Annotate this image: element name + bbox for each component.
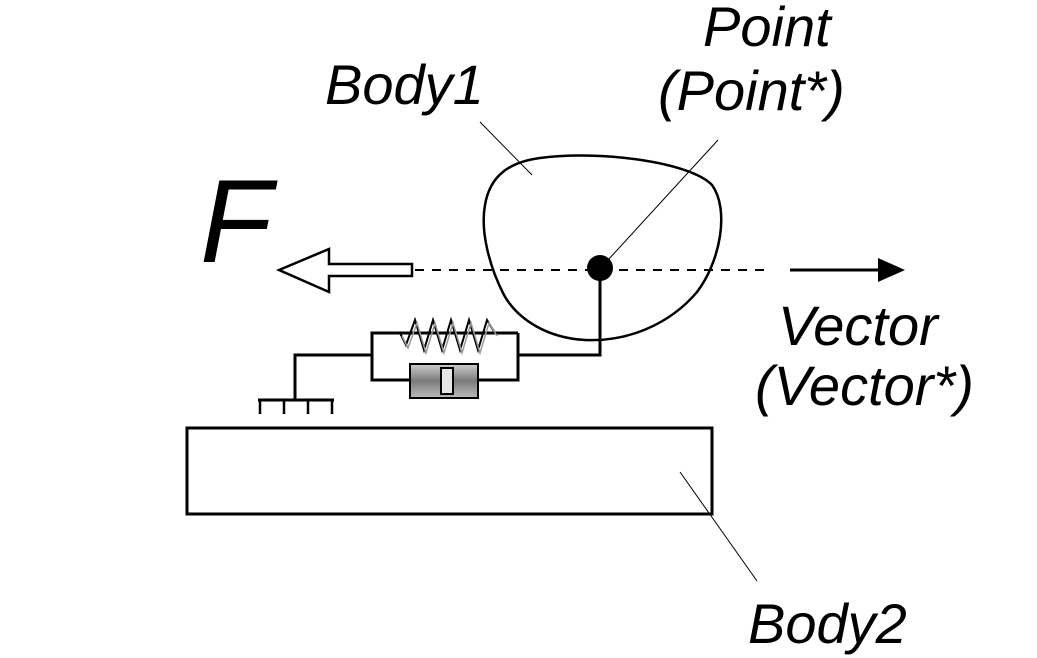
body1-leader-line xyxy=(479,121,533,176)
body2-shape xyxy=(185,426,714,516)
body1-shape xyxy=(482,154,723,342)
vector-label: Vector xyxy=(778,294,940,357)
ground-symbol xyxy=(258,398,334,414)
ground-connector xyxy=(293,353,372,400)
point-marker xyxy=(587,255,613,281)
point-connector xyxy=(518,270,602,357)
vector-alt-label: (Vector*) xyxy=(755,354,974,417)
vector-arrow-head xyxy=(878,258,905,282)
damper-piston xyxy=(440,367,454,395)
force-label: F xyxy=(200,156,278,288)
body2-label: Body2 xyxy=(748,592,907,655)
force-arrow xyxy=(275,247,414,294)
point-leader-line xyxy=(607,139,719,261)
spring-coil xyxy=(399,316,496,354)
spring-coil-shadow xyxy=(401,320,498,356)
body1-label: Body1 xyxy=(325,53,484,116)
body2-leader-line xyxy=(679,471,758,582)
point-alt-label: (Point*) xyxy=(658,59,845,122)
point-label: Point xyxy=(703,0,833,58)
